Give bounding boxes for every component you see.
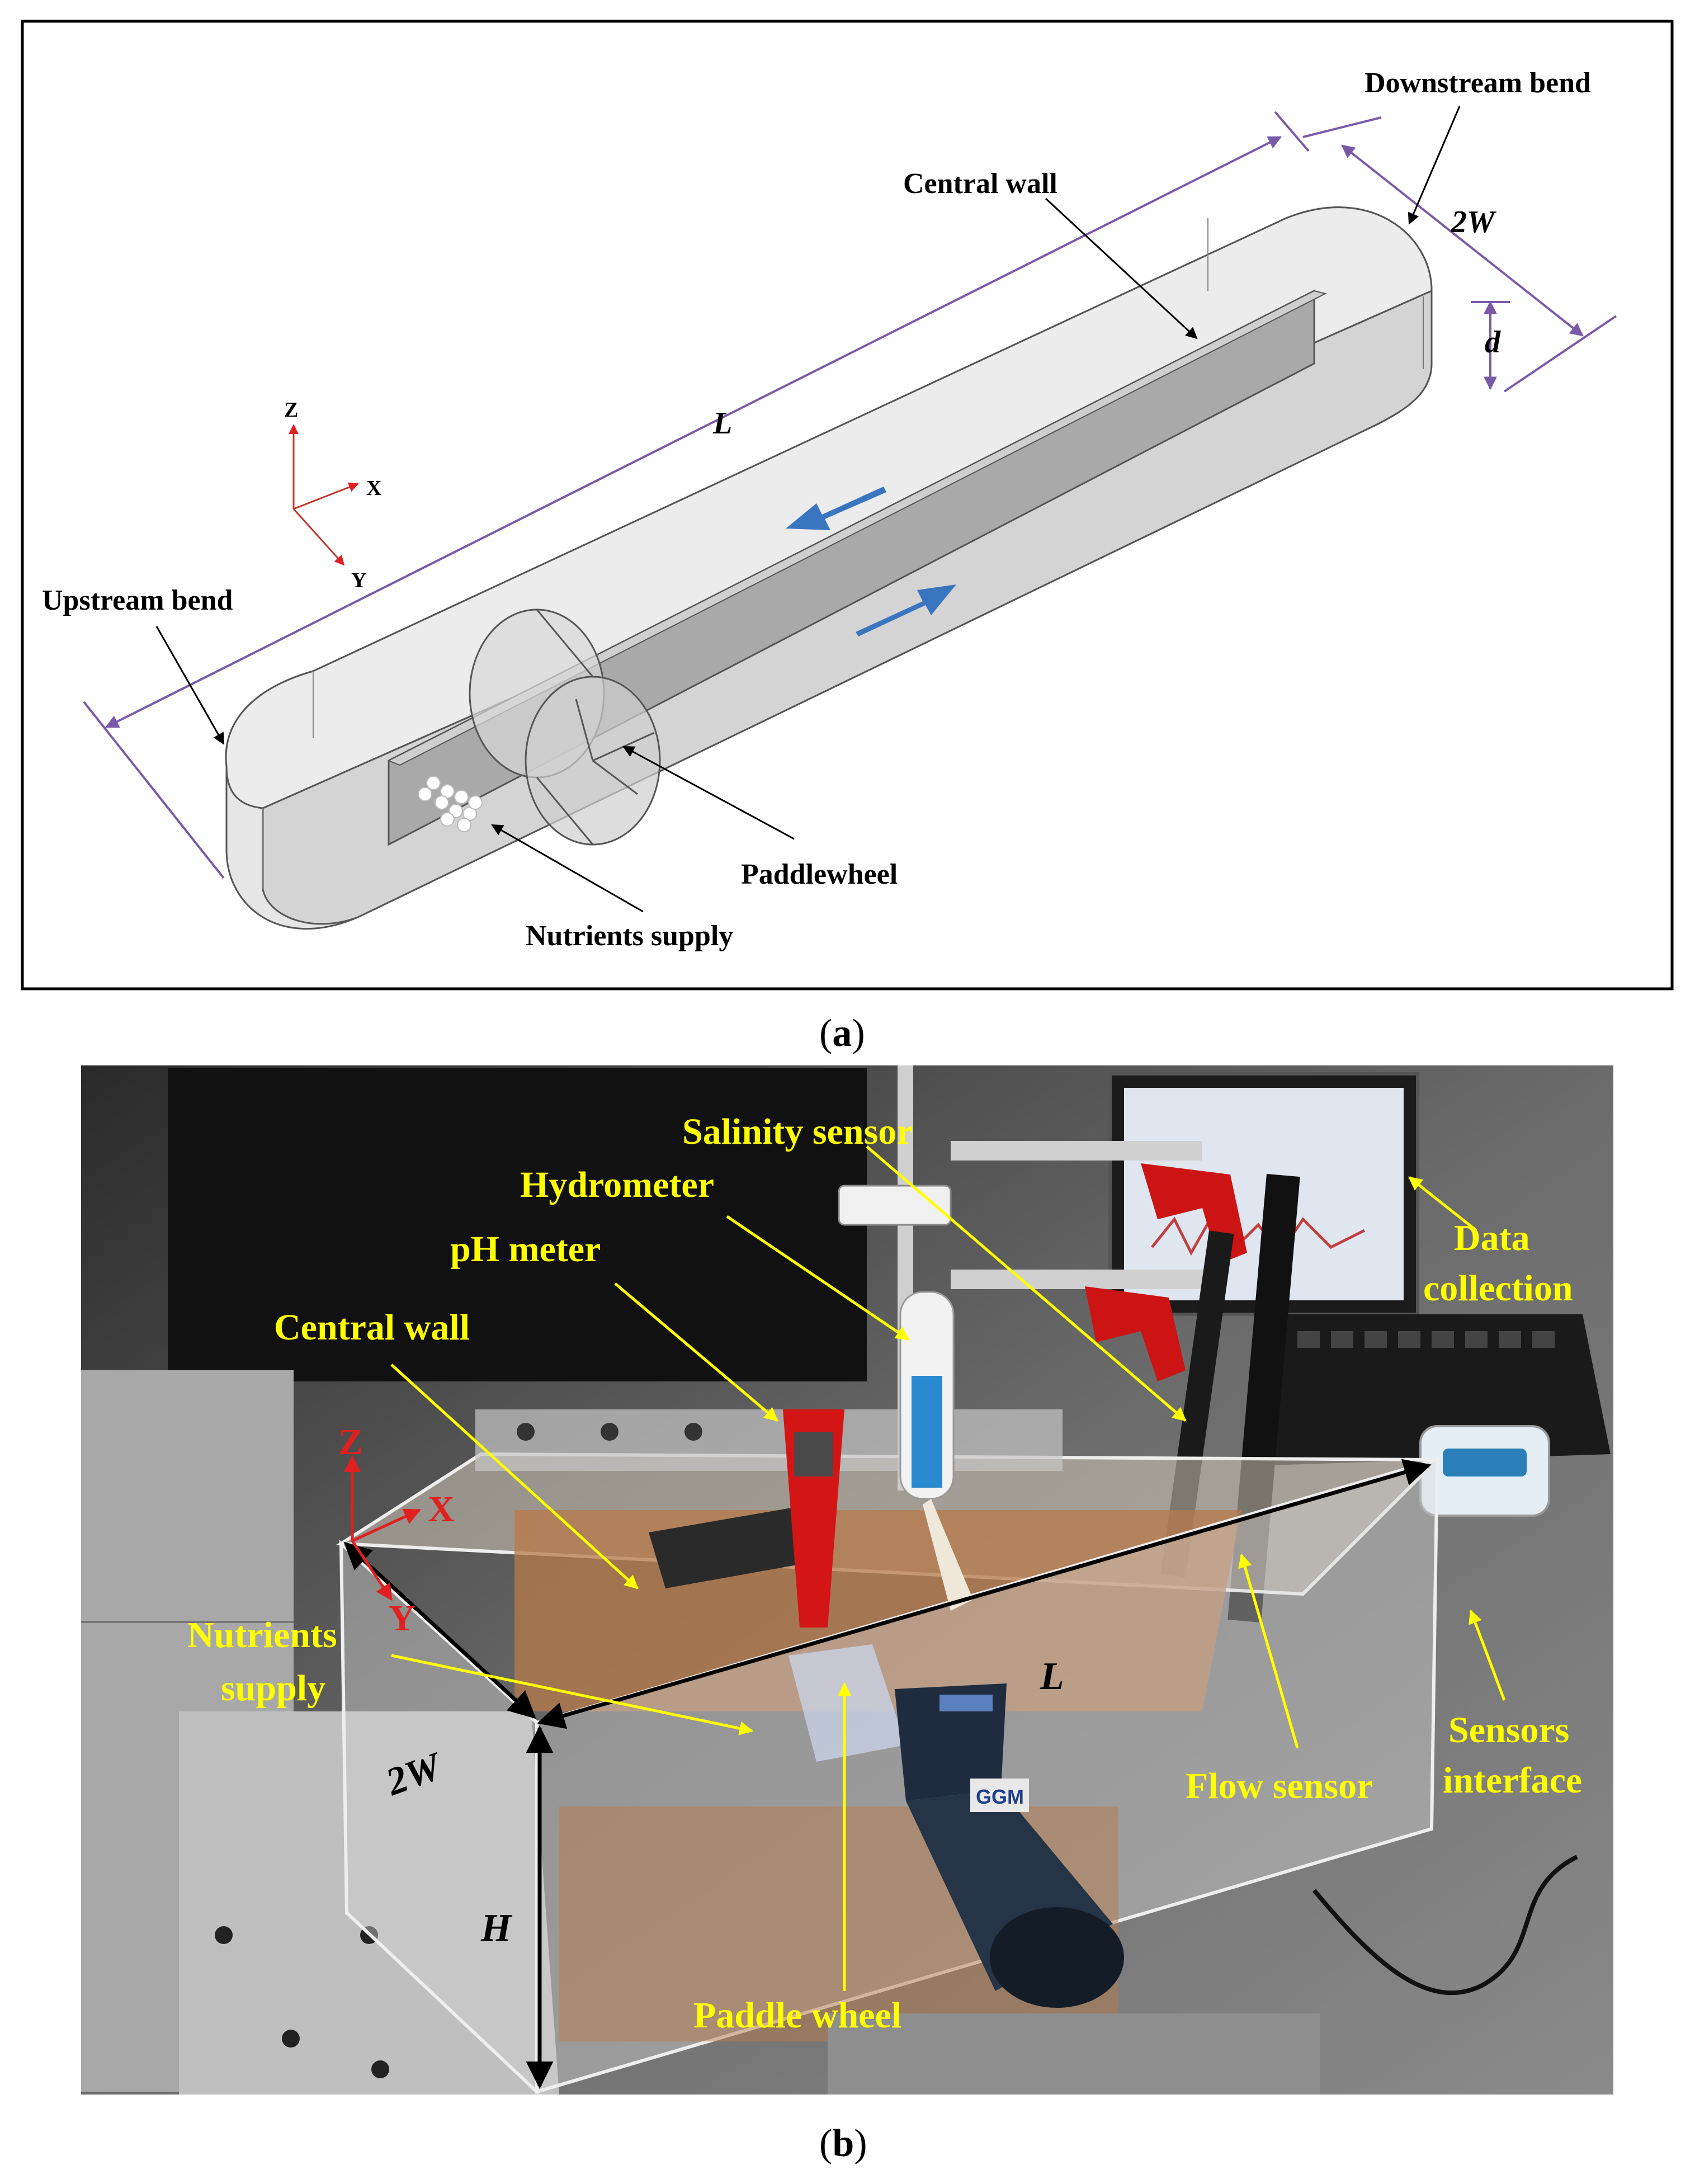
red-clip-lower xyxy=(1085,1286,1186,1381)
caption-a: (a) xyxy=(819,1012,865,1055)
dark-panel xyxy=(168,1068,867,1381)
front-shelf xyxy=(179,1711,559,2095)
motor-brand-text: GGM xyxy=(976,1785,1024,1808)
label-central-wall-a: Central wall xyxy=(903,168,1057,200)
label-ph-meter: pH meter xyxy=(450,1229,601,1270)
label-nutrients-b-line2: supply xyxy=(221,1668,325,1709)
axes-b: Z X Y xyxy=(338,1422,455,1639)
label-length-a: L xyxy=(712,406,732,441)
label-d-a: d xyxy=(1485,325,1501,360)
label-length-b: L xyxy=(1040,1655,1064,1698)
label-upstream-bend: Upstream bend xyxy=(42,584,233,616)
label-data-collection-line1: Data xyxy=(1454,1218,1530,1258)
label-central-wall-b: Central wall xyxy=(274,1307,470,1348)
leader-lines-a xyxy=(155,106,1461,913)
label-paddle-wheel-b: Paddle wheel xyxy=(693,1995,901,2036)
label-paddlewheel: Paddlewheel xyxy=(741,858,898,890)
label-hydrometer: Hydrometer xyxy=(520,1164,714,1205)
caption-b: (b) xyxy=(819,2122,867,2165)
label-flow-sensor: Flow sensor xyxy=(1186,1766,1373,1806)
label-height-b: H xyxy=(480,1907,513,1950)
tank-dimension-lines xyxy=(343,1459,1432,2089)
label-salinity-sensor: Salinity sensor xyxy=(682,1111,913,1152)
label-sensors-interface-line1: Sensors xyxy=(1448,1710,1569,1751)
label-nutrients-supply-a: Nutrients supply xyxy=(526,920,733,952)
axis-x-label-b: X xyxy=(428,1489,455,1530)
cables xyxy=(1312,1855,1578,1996)
leader-lines-b xyxy=(390,1145,1506,1991)
panel-b: GGM Z X Y xyxy=(81,1065,1613,2165)
dim-2W-arrow xyxy=(1341,144,1584,337)
label-2w-a: 2W xyxy=(1451,205,1497,239)
nutrient-particles xyxy=(418,776,483,832)
axis-y-label-b: Y xyxy=(389,1598,416,1639)
cart-base xyxy=(828,2013,1320,2095)
label-nutrients-b-line1: Nutrients xyxy=(187,1615,337,1655)
axis-y-label-a: Y xyxy=(351,569,366,592)
axes-a: Z X Y xyxy=(284,398,381,592)
axis-z-label-a: Z xyxy=(284,398,298,422)
dim-L-line-b xyxy=(537,1459,1432,1729)
panel-a: Z X Y Downstream bend Central wall Upstr… xyxy=(21,20,1674,1055)
label-data-collection-line2: collection xyxy=(1423,1268,1573,1309)
label-downstream-bend: Downstream bend xyxy=(1365,67,1591,99)
axis-x-label-a: X xyxy=(366,477,381,500)
dim-2W-line-b xyxy=(343,1541,536,1719)
axis-z-label-b: Z xyxy=(338,1422,363,1463)
label-sensors-interface-line2: interface xyxy=(1443,1760,1582,1801)
